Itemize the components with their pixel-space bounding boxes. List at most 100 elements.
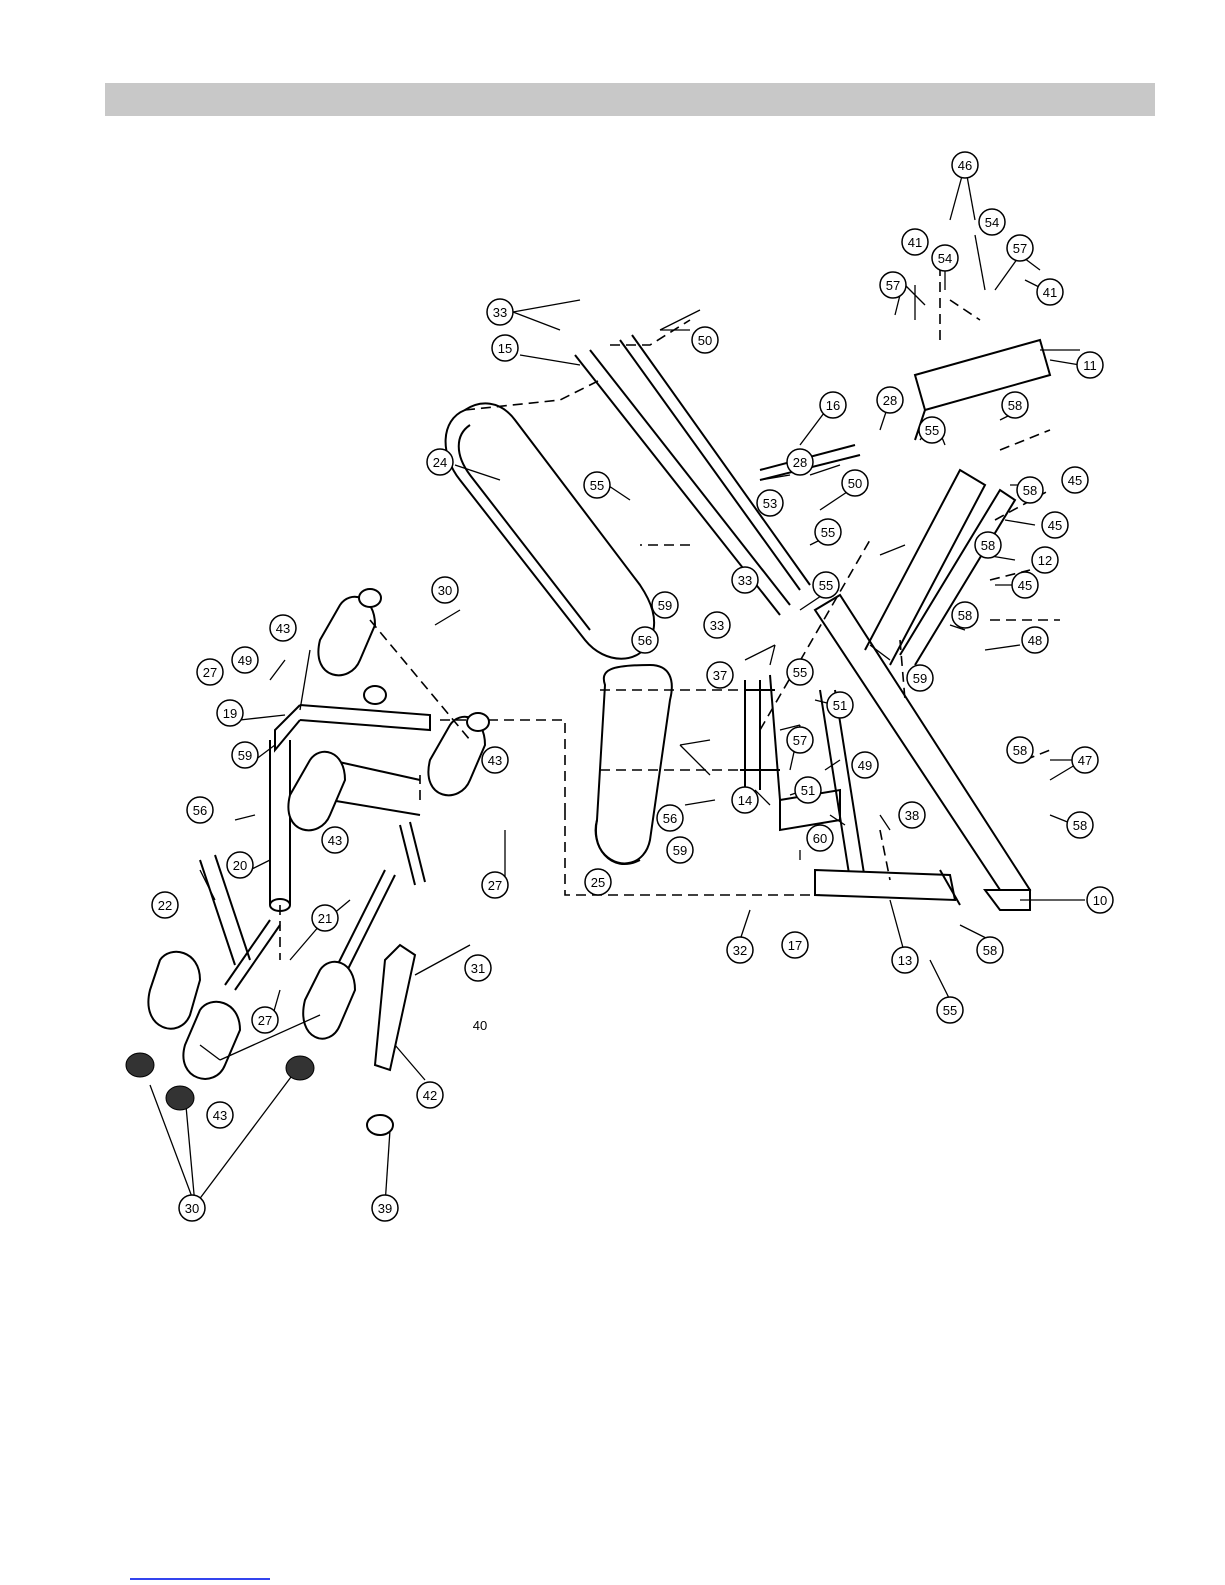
- svg-text:15: 15: [498, 341, 512, 356]
- callout-58f: 58: [1017, 477, 1043, 503]
- svg-text:58: 58: [981, 538, 995, 553]
- svg-text:55: 55: [819, 578, 833, 593]
- svg-text:41: 41: [1043, 285, 1057, 300]
- callout-58e: 58: [975, 532, 1001, 558]
- callout-25: 25: [585, 869, 611, 895]
- callout-11: 11: [1077, 352, 1103, 378]
- svg-text:38: 38: [905, 808, 919, 823]
- svg-text:17: 17: [788, 938, 802, 953]
- footer-link-rule: [130, 1578, 270, 1580]
- callout-58b: 58: [1067, 812, 1093, 838]
- callout-57b: 57: [1007, 235, 1033, 261]
- svg-text:55: 55: [821, 525, 835, 540]
- svg-text:21: 21: [318, 911, 332, 926]
- svg-text:55: 55: [925, 423, 939, 438]
- svg-text:50: 50: [698, 333, 712, 348]
- svg-text:16: 16: [826, 398, 840, 413]
- callout-43b: 43: [322, 827, 348, 853]
- callout-55f: 55: [919, 417, 945, 443]
- svg-text:60: 60: [813, 831, 827, 846]
- svg-text:42: 42: [423, 1088, 437, 1103]
- svg-text:58: 58: [958, 608, 972, 623]
- callout-55d: 55: [787, 659, 813, 685]
- callout-51a: 51: [827, 692, 853, 718]
- svg-text:47: 47: [1078, 753, 1092, 768]
- svg-text:55: 55: [943, 1003, 957, 1018]
- callout-45c: 45: [1062, 467, 1088, 493]
- svg-text:27: 27: [488, 878, 502, 893]
- callout-30b: 30: [179, 1195, 205, 1221]
- callout-27c: 27: [252, 1007, 278, 1033]
- svg-text:40: 40: [473, 1018, 487, 1033]
- callout-49a: 49: [852, 752, 878, 778]
- svg-text:45: 45: [1068, 473, 1082, 488]
- callout-58d: 58: [952, 602, 978, 628]
- callout-21: 21: [312, 905, 338, 931]
- callout-50a: 50: [692, 327, 718, 353]
- callout-30a: 30: [432, 577, 458, 603]
- svg-text:28: 28: [883, 393, 897, 408]
- svg-text:30: 30: [185, 1201, 199, 1216]
- svg-text:55: 55: [793, 665, 807, 680]
- svg-text:57: 57: [1013, 241, 1027, 256]
- svg-text:33: 33: [493, 305, 507, 320]
- callout-58a: 58: [977, 937, 1003, 963]
- svg-text:50: 50: [848, 476, 862, 491]
- svg-text:45: 45: [1018, 578, 1032, 593]
- svg-text:28: 28: [793, 455, 807, 470]
- callout-16: 16: [820, 392, 846, 418]
- svg-text:56: 56: [638, 633, 652, 648]
- svg-text:43: 43: [488, 753, 502, 768]
- callout-60: 60: [807, 825, 833, 851]
- backrest-pad: [446, 403, 655, 658]
- svg-text:31: 31: [471, 961, 485, 976]
- svg-text:12: 12: [1038, 553, 1052, 568]
- svg-text:19: 19: [223, 706, 237, 721]
- callout-33b: 33: [732, 567, 758, 593]
- callout-28a: 28: [877, 387, 903, 413]
- callout-54a: 54: [979, 209, 1005, 235]
- callout-41a: 41: [1037, 279, 1063, 305]
- callout-53: 53: [757, 490, 783, 516]
- svg-text:48: 48: [1028, 633, 1042, 648]
- callout-55a: 55: [584, 472, 610, 498]
- svg-text:30: 30: [438, 583, 452, 598]
- callout-33a: 33: [487, 299, 513, 325]
- svg-text:43: 43: [276, 621, 290, 636]
- callout-59b: 59: [667, 837, 693, 863]
- callout-28b: 28: [787, 449, 813, 475]
- callout-43d: 43: [207, 1102, 233, 1128]
- svg-text:56: 56: [663, 811, 677, 826]
- callout-40: 40: [473, 1018, 487, 1033]
- callout-59d: 59: [232, 742, 258, 768]
- callout-12: 12: [1032, 547, 1058, 573]
- callout-10: 10: [1087, 887, 1113, 913]
- callout-14: 14: [732, 787, 758, 813]
- svg-text:27: 27: [203, 665, 217, 680]
- callout-31: 31: [465, 955, 491, 981]
- svg-text:54: 54: [985, 215, 999, 230]
- svg-text:27: 27: [258, 1013, 272, 1028]
- svg-text:51: 51: [801, 783, 815, 798]
- callout-45b: 45: [1042, 512, 1068, 538]
- svg-text:22: 22: [158, 898, 172, 913]
- svg-text:43: 43: [328, 833, 342, 848]
- weight-plate-collars: [126, 589, 489, 1135]
- svg-text:20: 20: [233, 858, 247, 873]
- callout-37: 37: [707, 662, 733, 688]
- svg-text:55: 55: [590, 478, 604, 493]
- front-leg: [815, 870, 960, 905]
- callout-54b: 54: [932, 245, 958, 271]
- svg-text:54: 54: [938, 251, 952, 266]
- callout-48: 48: [1022, 627, 1048, 653]
- callout-57a: 57: [787, 727, 813, 753]
- svg-text:46: 46: [958, 158, 972, 173]
- svg-text:14: 14: [738, 793, 752, 808]
- callout-56a: 56: [632, 627, 658, 653]
- callout-47: 47: [1072, 747, 1098, 773]
- callout-41b: 41: [902, 229, 928, 255]
- svg-text:57: 57: [886, 278, 900, 293]
- svg-text:59: 59: [673, 843, 687, 858]
- callout-55e: 55: [937, 997, 963, 1023]
